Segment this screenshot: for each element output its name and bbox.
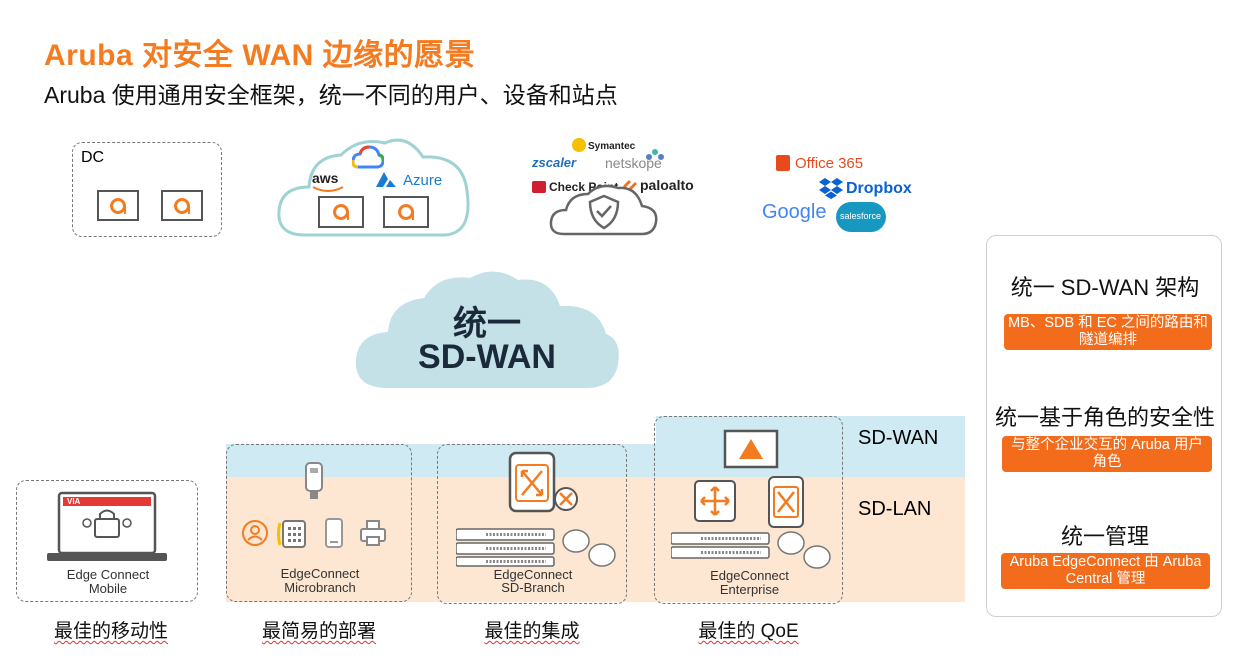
- edgeconnect-enterprise-box: EdgeConnect Enterprise: [654, 416, 843, 604]
- sdlan-band: [226, 477, 965, 602]
- edgeconnect-microbranch-box: EdgeConnect Microbranch: [226, 444, 412, 602]
- page-title: Aruba 对安全 WAN 边缘的愿景: [44, 39, 476, 72]
- caption-mobility: 最佳的移动性: [53, 621, 168, 642]
- caption-integration: 最佳的集成: [484, 621, 580, 642]
- sdwan-band: [656, 416, 965, 477]
- sdwan-label: SD-WAN: [858, 427, 939, 449]
- netskope-icon: [646, 149, 664, 160]
- edgeconnect-mobile-box: VIA Edge Connect Mobile: [16, 480, 198, 602]
- device-label-line2: Enterprise: [719, 582, 780, 597]
- device-label-line1: EdgeConnect: [280, 566, 360, 581]
- cloud-line2: SD-WAN: [418, 338, 556, 376]
- desk-phone-icon: [277, 520, 306, 548]
- mobile-phone-icon: [325, 518, 343, 548]
- azure-logo: Azure: [403, 172, 443, 189]
- paloalto-icon: [623, 180, 637, 190]
- dc-label: DC: [81, 149, 105, 166]
- aws-logo: aws: [312, 170, 339, 186]
- sdlan-label: SD-LAN: [858, 498, 932, 520]
- gateway-icon: [768, 476, 804, 528]
- device-label-line1: EdgeConnect: [710, 568, 789, 583]
- edgeconnect-sdbranch-box: EdgeConnect SD-Branch: [437, 444, 627, 604]
- device-label-line1: Edge Connect: [66, 567, 150, 582]
- office365-icon: [776, 155, 790, 171]
- page-subtitle: Aruba 使用通用安全框架，统一不同的用户、设备和站点: [44, 82, 618, 108]
- aruba-appliance-icon: [383, 196, 429, 228]
- salesforce-logo: salesforce: [840, 211, 882, 221]
- remote-ap-icon: [305, 462, 323, 499]
- caption-deployment: 最简易的部署: [261, 621, 376, 642]
- aruba-appliance-icon: [318, 196, 364, 228]
- unified-sdwan-cloud: [355, 271, 619, 388]
- benefits-panel: 统一 SD-WAN 架构 MB、SDB 和 EC 之间的路由和隧道编排 统一基于…: [986, 235, 1222, 617]
- office365-logo: Office 365: [795, 155, 864, 172]
- device-label-line2: Microbranch: [284, 580, 356, 595]
- paloalto-logo: paloalto: [640, 177, 694, 193]
- symantec-check-icon: [572, 138, 586, 152]
- security-cloud-icon: [549, 184, 658, 236]
- aruba-appliance-icon: [97, 190, 139, 221]
- panel-badge-architecture: MB、SDB 和 EC 之间的路由和隧道编排: [1004, 314, 1212, 350]
- panel-heading-security: 统一基于角色的安全性: [994, 405, 1215, 430]
- panel-badge-management: Aruba EdgeConnect 由 Aruba Central 管理: [1001, 553, 1210, 589]
- switch-stack-icon: [671, 532, 770, 559]
- panel-heading-management: 统一管理: [1060, 524, 1149, 549]
- device-label-line2: Mobile: [88, 581, 128, 596]
- orchestrator-icon: [723, 429, 779, 469]
- switch-stack-icon: [456, 528, 555, 567]
- user-icon: [242, 520, 268, 546]
- dc-box: DC: [72, 142, 222, 237]
- panel-badge-security: 与整个企业交互的 Aruba 用户角色: [1002, 436, 1212, 472]
- cloud-line1: 统一: [453, 305, 521, 343]
- device-label-line1: EdgeConnect: [493, 567, 573, 582]
- azure-icon: [376, 172, 396, 187]
- device-label-line2: SD-Branch: [501, 580, 565, 595]
- router-icon: [694, 480, 736, 522]
- laptop-vpn-icon: [47, 491, 167, 561]
- aruba-appliance-icon: [161, 190, 203, 221]
- aws-smile-icon: [312, 186, 344, 192]
- dropbox-icon: [819, 178, 843, 199]
- caption-qoe: 最佳的 QoE: [698, 621, 799, 642]
- panel-heading-architecture: 统一 SD-WAN 架构: [1010, 275, 1200, 300]
- google-cloud-icon: [352, 145, 384, 169]
- symantec-logo: Symantec: [588, 141, 636, 152]
- gateway-icon: [508, 451, 578, 513]
- printer-icon: [360, 520, 386, 546]
- dropbox-logo: Dropbox: [846, 180, 912, 197]
- access-point-icon: [777, 531, 831, 569]
- checkpoint-icon: [532, 181, 546, 193]
- access-point-icon: [562, 529, 616, 567]
- zscaler-logo: zscaler: [532, 155, 577, 170]
- salesforce-cloud-icon: [836, 202, 886, 232]
- via-badge: VIA: [67, 497, 81, 506]
- google-logo: Google: [762, 201, 827, 223]
